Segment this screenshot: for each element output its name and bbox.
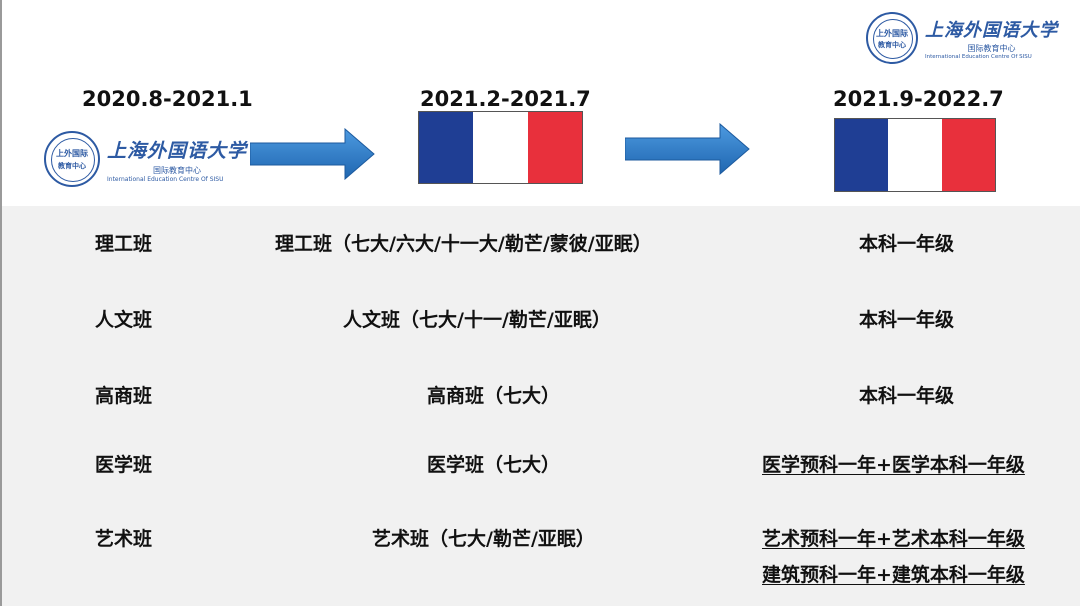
period-label-2: 2021.2-2021.7 bbox=[420, 87, 591, 111]
sisu-logo-top-right: 上外国际 教育中心 上海外国语大学 国际教育中心 International E… bbox=[866, 12, 1058, 64]
class-name-science: 理工班 bbox=[95, 233, 153, 255]
result-humanities: 本科一年级 bbox=[859, 309, 955, 331]
class-name-arts: 艺术班 bbox=[95, 528, 153, 550]
period-label-1: 2020.8-2021.1 bbox=[82, 87, 253, 111]
france-program-arts: 艺术班（七大/勒芒/亚眠） bbox=[372, 528, 595, 550]
france-program-medicine: 医学班（七大） bbox=[427, 454, 561, 476]
centre-name-cn: 国际教育中心 bbox=[153, 165, 201, 175]
result-arts: 艺术预科一年+艺术本科一年级 bbox=[762, 528, 1025, 550]
france-flag-icon bbox=[834, 118, 996, 192]
france-flag-icon bbox=[418, 111, 583, 184]
centre-name-en: International Education Centre Of SISU bbox=[107, 175, 224, 183]
sisu-logo-left: 上外国际 教育中心 上海外国语大学 国际教育中心 International E… bbox=[44, 131, 247, 187]
result-architecture: 建筑预科一年+建筑本科一年级 bbox=[762, 564, 1025, 586]
right-arrow-icon bbox=[250, 128, 375, 180]
france-program-science: 理工班（七大/六大/十一大/勒芒/蒙彼/亚眠） bbox=[275, 233, 652, 255]
class-name-humanities: 人文班 bbox=[95, 309, 153, 331]
sisu-seal-icon: 上外国际 教育中心 bbox=[866, 12, 918, 64]
result-business: 本科一年级 bbox=[859, 385, 955, 407]
result-science: 本科一年级 bbox=[859, 233, 955, 255]
centre-name-cn: 国际教育中心 bbox=[967, 44, 1016, 53]
period-label-3: 2021.9-2022.7 bbox=[833, 87, 1004, 111]
right-arrow-icon bbox=[625, 123, 750, 175]
centre-name-en: International Education Centre Of SISU bbox=[925, 54, 1032, 60]
result-medicine: 医学预科一年+医学本科一年级 bbox=[762, 454, 1025, 476]
france-program-business: 高商班（七大） bbox=[427, 385, 561, 407]
university-name-cn: 上海外国语大学 bbox=[107, 139, 248, 162]
class-name-business: 高商班 bbox=[95, 385, 153, 407]
sisu-seal-icon: 上外国际 教育中心 bbox=[44, 131, 100, 187]
left-edge-divider bbox=[0, 0, 2, 606]
class-name-medicine: 医学班 bbox=[95, 454, 153, 476]
france-program-humanities: 人文班（七大/十一/勒芒/亚眠） bbox=[343, 309, 611, 331]
university-name-cn: 上海外国语大学 bbox=[925, 20, 1058, 41]
program-table-area bbox=[0, 206, 1080, 606]
